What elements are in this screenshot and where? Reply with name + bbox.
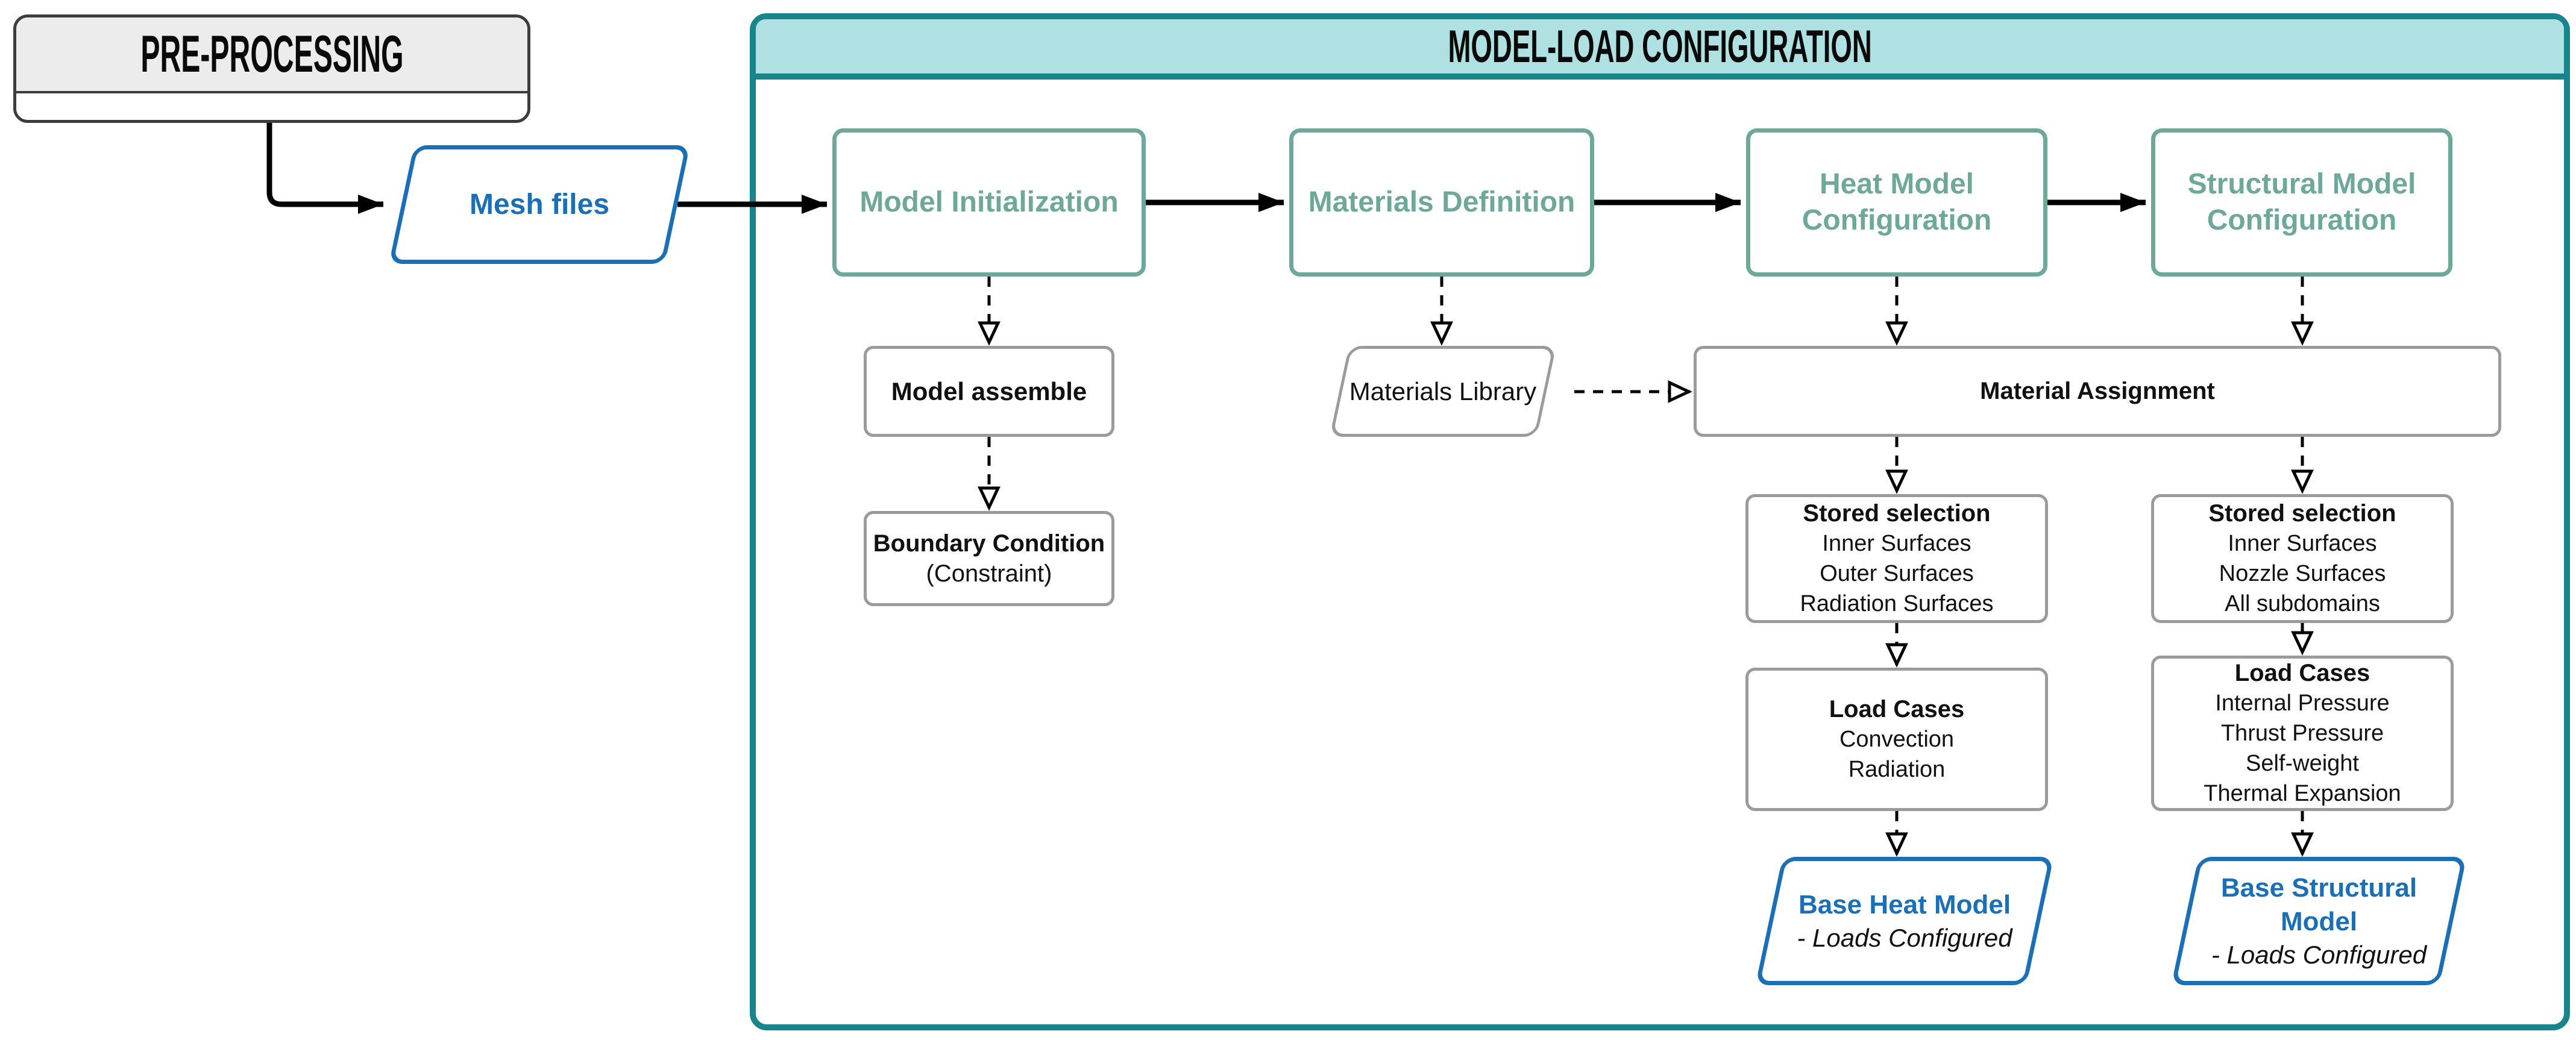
node-heat-load-cases: Load Cases Convection Radiation [1745, 668, 2048, 811]
node-base-structural-model: Base Structural Model - Loads Configured [2171, 857, 2467, 985]
container-header: MODEL-LOAD CONFIGURATION [756, 19, 2564, 80]
load-cases-item: Thermal Expansion [2204, 781, 2401, 806]
pre-processing-header: PRE-PROCESSING [16, 17, 527, 93]
stage-model-initialization: Model Initialization [832, 128, 1146, 277]
node-pre-processing: PRE-PROCESSING [13, 14, 530, 123]
stored-selection-title: Stored selection [2208, 500, 2396, 527]
model-assemble-label: Model assemble [891, 377, 1087, 406]
stage-label: Structural Model Configuration [2187, 168, 2416, 236]
stage-heat-model-configuration: Heat Model Configuration [1746, 128, 2047, 277]
stage-label: Materials Definition [1308, 186, 1575, 218]
node-materials-library: Materials Library [1329, 346, 1557, 437]
stored-selection-title: Stored selection [1803, 500, 1991, 527]
container-title: MODEL-LOAD CONFIGURATION [1448, 20, 1872, 72]
boundary-condition-title: Boundary Condition [873, 530, 1105, 557]
node-mesh-files: Mesh files [389, 145, 690, 264]
stage-label: Heat Model Configuration [1802, 168, 1992, 236]
stage-label: Model Initialization [859, 186, 1119, 218]
node-boundary-condition: Boundary Condition (Constraint) [864, 511, 1114, 606]
node-base-heat-model: Base Heat Model - Loads Configured [1755, 857, 2054, 985]
load-cases-title: Load Cases [1829, 696, 1965, 722]
node-structural-load-cases: Load Cases Internal Pressure Thrust Pres… [2151, 656, 2454, 811]
base-heat-model-subtitle: - Loads Configured [1797, 923, 2012, 952]
boundary-condition-subtitle: (Constraint) [926, 560, 1052, 587]
load-cases-item: Internal Pressure [2215, 691, 2390, 716]
load-cases-title: Load Cases [2234, 660, 2370, 686]
mesh-files-label: Mesh files [469, 189, 610, 221]
materials-library-label: Materials Library [1349, 377, 1537, 406]
stage-structural-model-configuration: Structural Model Configuration [2151, 128, 2452, 277]
stored-selection-item: All subdomains [2225, 591, 2380, 616]
stored-selection-item: Outer Surfaces [1820, 561, 1974, 586]
load-cases-item: Thrust Pressure [2220, 721, 2384, 746]
pre-processing-subsection [16, 93, 527, 120]
base-heat-model-title: Base Heat Model [1798, 889, 2011, 919]
stored-selection-item: Nozzle Surfaces [2219, 561, 2386, 586]
load-cases-item: Radiation [1848, 757, 1946, 782]
stored-selection-item: Inner Surfaces [1822, 531, 1971, 556]
material-assignment-label: Material Assignment [1980, 378, 2215, 404]
node-structural-stored-selection: Stored selection Inner Surfaces Nozzle S… [2151, 494, 2454, 623]
node-material-assignment: Material Assignment [1694, 346, 2501, 437]
stored-selection-item: Radiation Surfaces [1800, 591, 1994, 616]
base-structural-model-title: Base Structural Model [2220, 872, 2417, 936]
node-model-assemble: Model assemble [864, 346, 1114, 437]
base-structural-model-subtitle: - Loads Configured [2211, 940, 2427, 969]
stored-selection-item: Inner Surfaces [2228, 531, 2377, 556]
load-cases-item: Convection [1839, 727, 1955, 752]
load-cases-item: Self-weight [2246, 751, 2359, 776]
pre-processing-title: PRE-PROCESSING [140, 25, 404, 83]
stage-materials-definition: Materials Definition [1289, 128, 1594, 277]
node-heat-stored-selection: Stored selection Inner Surfaces Outer Su… [1745, 494, 2048, 623]
